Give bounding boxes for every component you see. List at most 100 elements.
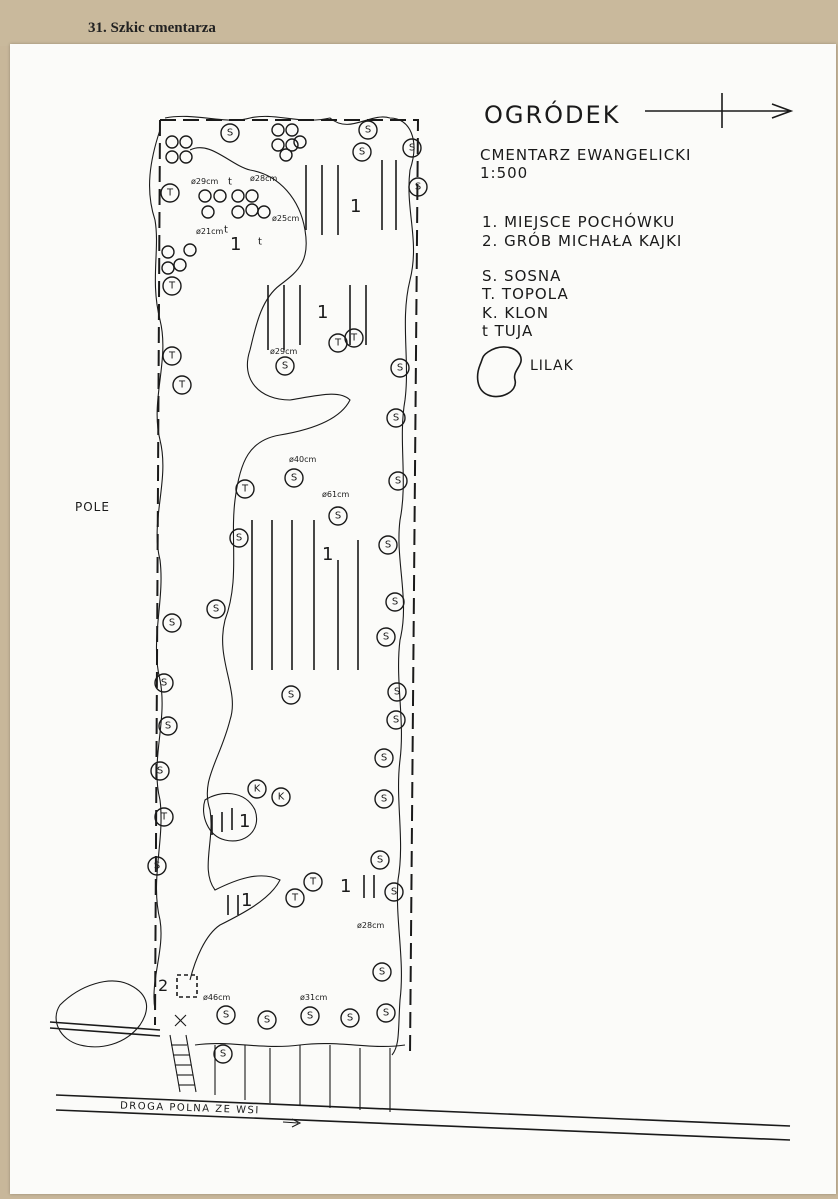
burial-plot-lines [211, 160, 397, 915]
sosna-symbol-label: S [393, 715, 399, 726]
page-header: 31. Szkic cmentarza [0, 0, 838, 46]
sosna-tree-icon: S [162, 613, 182, 633]
legend-item-sosna: S. SOSNA [482, 267, 562, 285]
sosna-tree-icon: S [372, 962, 392, 982]
sosna-tree-icon: S [386, 408, 406, 428]
sosna-tree-icon: S [257, 1010, 277, 1030]
sosna-symbol-label: S [335, 511, 341, 522]
kajka-grave: 2 [158, 974, 198, 1027]
sosna-symbol-label: S [392, 597, 398, 608]
legend-item-burial: 1. MIEJSCE POCHÓWKU [482, 213, 676, 231]
sosna-symbol-label: S [220, 1049, 226, 1060]
sosna-tree-icon: S [147, 856, 167, 876]
sosna-symbol-label: S [381, 753, 387, 764]
road-and-entrance [49, 1021, 791, 1141]
sosna-symbol-label: S [223, 1010, 229, 1021]
sosna-symbol-label: S [391, 887, 397, 898]
burial-plot-labels: 1 1 1 1 1 1 1 [230, 196, 361, 911]
topola-symbol-label: T [334, 338, 342, 349]
measure-label: ø25cm [272, 214, 299, 223]
tuja-symbol-label: t [258, 237, 262, 248]
sosna-symbol-label: S [288, 690, 294, 701]
sosna-tree-icon: S [206, 599, 226, 619]
sosna-symbol-label: S [264, 1015, 270, 1026]
stairs-icon [169, 1034, 197, 1093]
lilak-legend-icon [476, 346, 522, 398]
sosna-tree-icon: S [384, 882, 404, 902]
plot-4-label: 1 [322, 544, 333, 565]
fence-ticks [214, 1045, 391, 1112]
sosna-tree-icon: S [220, 123, 240, 143]
sosna-tree-icon: S [387, 682, 407, 702]
sosna-tree-icon: S [376, 627, 396, 647]
sosna-tree-icon: S [358, 120, 378, 140]
north-arrow-icon [645, 93, 794, 128]
sosna-symbol-label: S [227, 128, 233, 139]
sosna-tree-icon: S [150, 761, 170, 781]
sosna-symbol-label: S [291, 473, 297, 484]
measure-label: ø28cm [250, 174, 277, 183]
sosna-symbol-label: S [379, 967, 385, 978]
sosna-symbol-label: S [236, 533, 242, 544]
grave-label: 2 [158, 976, 168, 995]
measure-label: ø28cm [357, 921, 384, 930]
sosna-tree-icon: S [328, 506, 348, 526]
topola-tree-icon: T [235, 479, 255, 499]
topola-tree-icon: T [162, 276, 182, 296]
sosna-symbol-label: S [395, 476, 401, 487]
sosna-tree-icon: S [408, 177, 428, 197]
sosna-symbol-label: S [169, 618, 175, 629]
sosna-symbol-label: S [165, 721, 171, 732]
tuja-tree-icon: t [258, 237, 262, 248]
sosna-symbol-label: S [394, 687, 400, 698]
sosna-symbol-label: S [381, 794, 387, 805]
sosna-tree-icon: S [374, 748, 394, 768]
sosna-tree-icon: S [300, 1006, 320, 1026]
topola-symbol-label: T [168, 281, 176, 292]
plot-7-label: 1 [340, 876, 351, 897]
sosna-symbol-label: S [409, 143, 415, 154]
sosna-symbol-label: S [377, 855, 383, 866]
sosna-tree-icon: S [352, 142, 372, 162]
sosna-symbol-label: S [383, 632, 389, 643]
figure-caption: 31. Szkic cmentarza [88, 20, 216, 36]
measure-label: ø46cm [203, 993, 230, 1002]
sosna-tree-icon: S [386, 710, 406, 730]
topola-tree-icon: T [162, 346, 182, 366]
sosna-symbol-label: S [383, 1008, 389, 1019]
sosna-symbol-label: S [154, 861, 160, 872]
topola-symbol-label: T [291, 893, 299, 904]
sosna-symbol-label: S [347, 1013, 353, 1024]
sosna-symbol-label: S [415, 182, 421, 193]
topola-tree-icon: T [328, 333, 348, 353]
field-label: POLE [75, 500, 110, 514]
plot-5-label: 1 [239, 811, 250, 832]
sosna-tree-icon: S [402, 138, 422, 158]
sosna-tree-icon: S [229, 528, 249, 548]
sosna-symbol-label: S [213, 604, 219, 615]
small-tree-circles [161, 123, 307, 275]
klon-symbol-label: K [278, 792, 285, 803]
sosna-tree-icon: S [213, 1044, 233, 1064]
tuja-tree-icon: t [224, 225, 228, 236]
topola-symbol-label: T [350, 333, 358, 344]
tuja-symbol-label: t [228, 177, 232, 188]
plot-2-label: 1 [230, 234, 241, 255]
sosna-symbol-label: S [157, 766, 163, 777]
topola-tree-icon: T [172, 375, 192, 395]
measure-label: ø61cm [322, 490, 349, 499]
topola-symbol-label: T [309, 877, 317, 888]
sosna-symbol-label: S [365, 125, 371, 136]
sosna-symbol-label: S [393, 413, 399, 424]
klon-tree-icon: K [271, 787, 291, 807]
plot-6-label: 1 [241, 890, 252, 911]
sosna-tree-icon: S [340, 1008, 360, 1028]
topola-tree-icon: T [344, 328, 364, 348]
measure-label: ø29cm [191, 177, 218, 186]
topola-symbol-label: T [241, 484, 249, 495]
topola-symbol-label: T [166, 188, 174, 199]
klon-tree-icon: K [247, 779, 267, 799]
topola-tree-icon: T [160, 183, 180, 203]
